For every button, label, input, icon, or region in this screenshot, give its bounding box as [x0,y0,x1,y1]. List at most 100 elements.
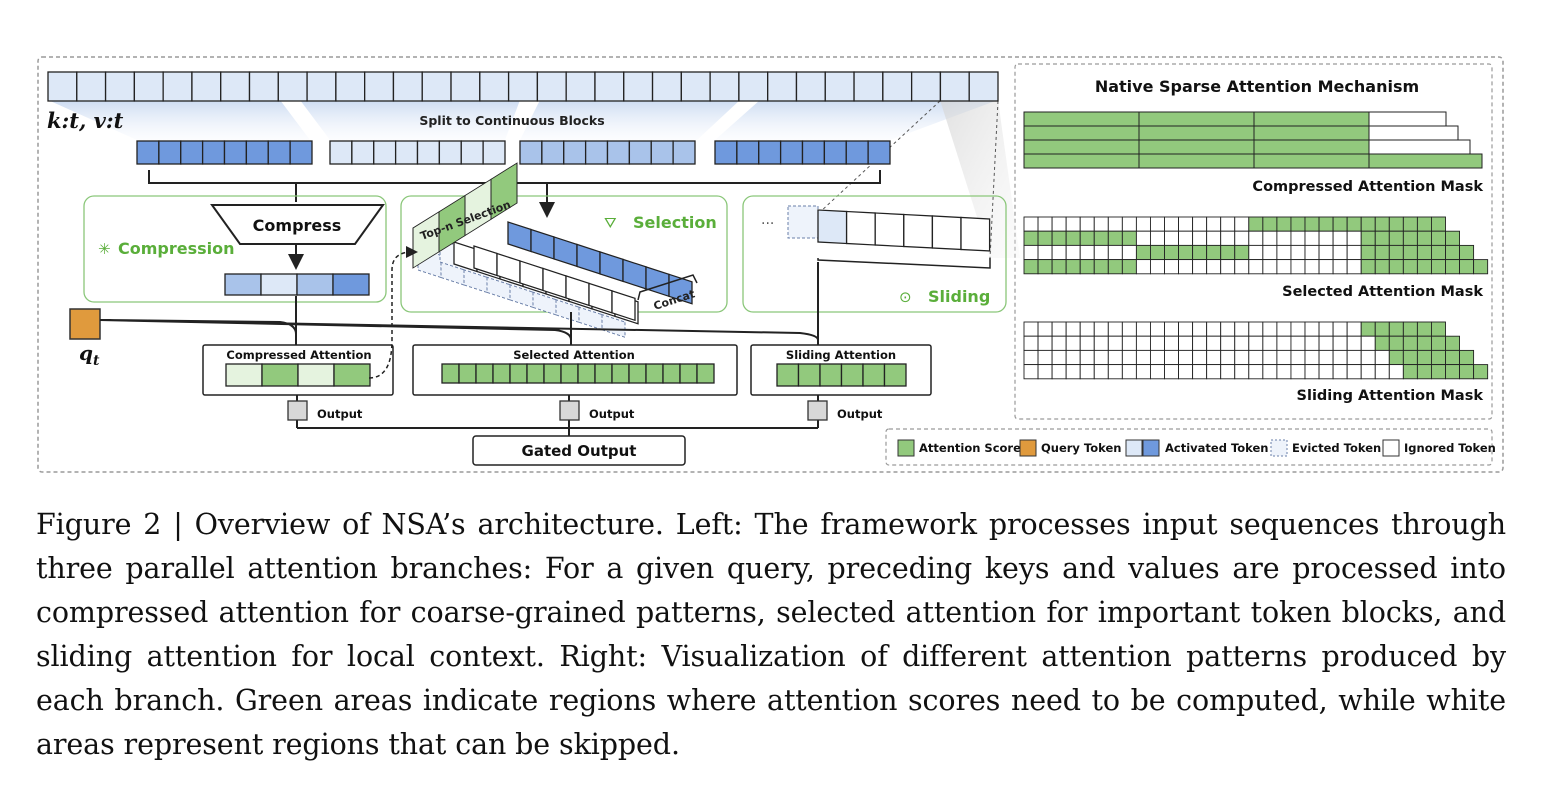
mask-cell [1402,244,1418,261]
mask-cell [1459,259,1475,275]
mask-cell [1023,111,1140,127]
mask-cell [1445,335,1461,351]
mask-cell [1178,321,1194,337]
mask-cell [1304,259,1320,275]
mask-cell [1253,139,1370,155]
mask-cell [1332,364,1348,380]
mask-cell [1262,349,1278,366]
mask-cell [1023,216,1039,232]
mask-cell [1149,364,1165,380]
kv-token [191,71,222,102]
compressed-mask-label: Compressed Attention Mask [1252,179,1483,195]
block-token [714,140,738,165]
kv-token [392,71,423,102]
outputs: Output Output Output [287,395,883,440]
legend-frame [885,428,1493,466]
compressed-score [261,363,299,387]
mask-cell [1430,321,1446,337]
mask-cell [1037,335,1053,351]
mask-cell [1023,125,1140,141]
kv-token [133,71,164,102]
mask-cell [1149,335,1165,351]
mask-cell [1065,321,1081,337]
block-token [201,140,226,165]
kv-token [277,71,308,102]
block-token [758,140,782,165]
kv-token [709,71,740,102]
mask-cell [1037,349,1053,366]
selection-stack [412,162,693,338]
kv-token [824,71,855,102]
mask-cell [1023,349,1039,366]
mask-cell [1360,335,1376,351]
mask-cell [1368,125,1459,141]
mask-cell [1051,349,1067,366]
compressed-tokens [224,273,370,296]
mask-cell [1037,216,1053,232]
mask-cell [1079,349,1095,366]
mask-cell [1206,349,1222,366]
selection-token [645,265,670,298]
sliding-title: Sliding [928,287,990,306]
compressed-attention-label: Compressed Attention [226,348,371,362]
mask-cell [1023,364,1039,380]
mask-cell [1093,335,1109,351]
mask-cell [1332,349,1348,366]
compression-panel [83,195,387,303]
block-token [823,140,847,165]
mask-cell [1445,349,1461,366]
mask-cell [1107,349,1123,366]
compressed-token [296,273,334,296]
block-token [460,140,484,165]
mask-cell [1304,364,1320,380]
kv-token [220,71,251,102]
mask-cell [1374,259,1390,275]
mask-cell [1388,244,1404,261]
legend-activated-swatch-light [1125,439,1143,457]
mask-cell [1416,230,1432,246]
mask-cell [1332,244,1348,261]
mask-cell [1138,139,1255,155]
mask-cell [1346,364,1362,380]
mask-cell [1374,244,1390,261]
selected-score [594,363,613,384]
kv-token [853,71,884,102]
kv-label: k:t, v:t [47,108,124,133]
mask-cell [1402,216,1418,232]
mask-cell [1065,349,1081,366]
mask-cell [1459,244,1475,261]
mask-cell [1290,349,1306,366]
block-token [180,140,204,165]
kv-token [651,71,682,102]
mask-cell [1290,335,1306,351]
mask-cell [1388,216,1404,232]
selected-score [628,363,647,384]
mask-cell [1459,349,1475,366]
mask-cell [1037,244,1053,261]
mask-cell [1374,216,1390,232]
mask-cell [1346,259,1362,275]
sliding-token [960,216,991,252]
mask-cell [1388,230,1404,246]
continuous-blocks [136,140,891,165]
sliding-token [903,213,934,249]
sliding-panel [742,195,1007,313]
sliding-score [819,363,843,387]
mask-cell [1206,321,1222,337]
mask-cell [1360,259,1376,275]
mask-cell [1051,244,1067,261]
mask-cell [1445,244,1461,261]
mask-cell [1234,335,1250,351]
mask-cell [1093,216,1109,232]
evicted-token [787,205,819,239]
mask-cell [1093,259,1109,275]
mask-cell [1374,321,1390,337]
mask-cell [1051,216,1067,232]
mask-cell [1164,230,1180,246]
mask-cell [1192,335,1208,351]
kv-token [594,71,625,102]
mask-cell [1234,230,1250,246]
mask-cell [1332,259,1348,275]
mask-cell [1459,364,1475,380]
mask-cell [1023,153,1140,169]
